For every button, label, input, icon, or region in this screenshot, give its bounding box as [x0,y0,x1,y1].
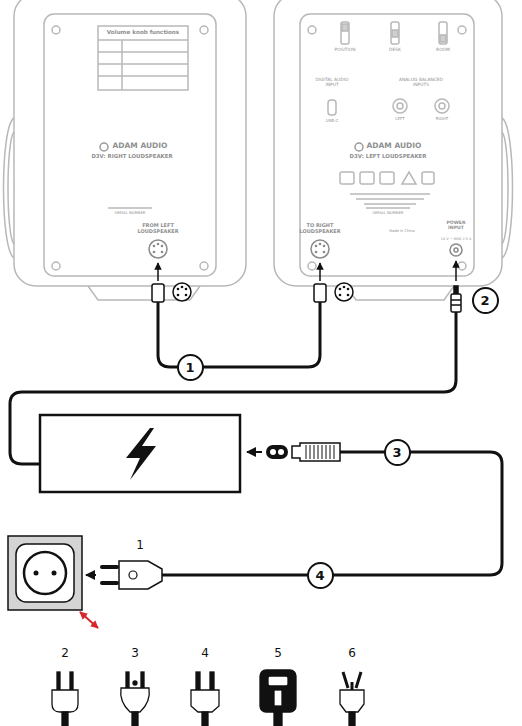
callout-number: 1 [185,361,194,374]
callout-number: 2 [61,647,69,660]
callout-number: 4 [201,647,209,660]
panel-label: Made in China [389,230,415,234]
panel-label: POSITION [335,48,356,53]
speaker-plugs [152,261,461,312]
panel-label: DESK [389,48,401,53]
panel-label: ROOM [436,48,450,53]
callout-number: 6 [348,647,356,660]
panel-label: SERIAL NUMBER [372,211,403,215]
panel-label: USB-C [326,119,338,123]
panel-label: POWER INPUT [442,220,470,230]
right-loudspeaker [4,0,247,300]
panel-label: LEFT [395,117,404,121]
callout-number: 5 [274,647,282,660]
panel-label: DIGITAL AUDIO INPUT [312,78,352,88]
callout-number: 2 [480,294,489,307]
panel-label: ADAM AUDIO [113,142,168,150]
cables [10,302,502,575]
callout-number: 3 [131,647,139,660]
panel-label: 24 V ⎓ 60W 2.5 A [441,238,471,242]
callout-circle: 4 [307,562,334,589]
callout-circle: 1 [177,354,204,381]
callout-circle: 2 [472,287,499,314]
panel-label: D3V: LEFT LOUDSPEAKER [350,154,427,160]
power-supply [40,415,340,492]
panel-label: ANALOG BALANCED INPUTS [391,78,451,88]
callout-circle: 3 [384,439,411,466]
callout-number: 4 [315,569,324,582]
panel-label: Volume knob functions [107,29,179,35]
panel-label: D3V: RIGHT LOUDSPEAKER [91,154,172,160]
panel-label: TO RIGHT LOUDSPEAKER [299,223,341,234]
callout-number: 3 [392,446,401,459]
panel-label: ADAM AUDIO [367,142,422,150]
alternative-plugs [52,670,364,726]
callout-number: 1 [136,539,144,552]
panel-label: FROM LEFT LOUDSPEAKER [137,223,179,234]
left-loudspeaker [274,0,513,300]
panel-label: SERIAL NUMBER [114,211,145,215]
wall-outlet [8,536,162,628]
panel-label: RIGHT [436,117,449,121]
